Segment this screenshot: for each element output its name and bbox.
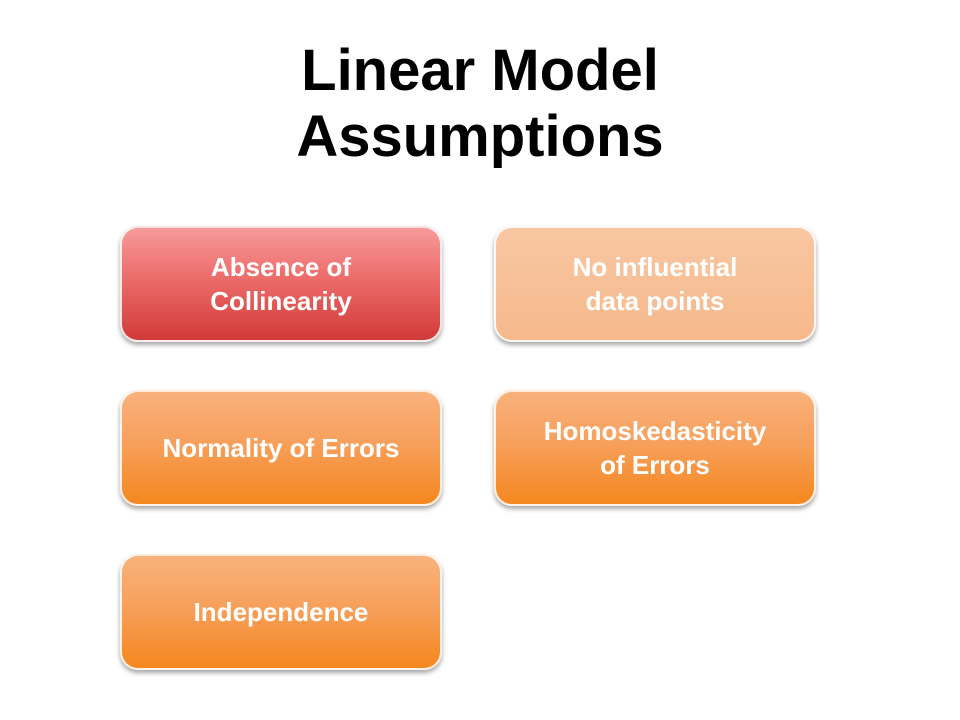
assumption-box-normality-of-errors: Normality of Errors [120,390,442,506]
assumption-label: Absence of Collinearity [210,252,352,316]
assumption-box-independence: Independence [120,554,442,670]
assumption-label: No influential data points [572,252,738,316]
assumption-box-no-influential-data-points: No influential data points [494,226,816,342]
assumption-label: Homoskedasticity of Errors [543,416,767,480]
assumption-label: Normality of Errors [162,433,400,463]
assumption-box-absence-of-collinearity: Absence of Collinearity [120,226,442,342]
slide-title: Linear Model Assumptions [296,38,664,169]
assumption-label: Independence [193,597,369,627]
assumption-box-homoskedasticity-of-errors: Homoskedasticity of Errors [494,390,816,506]
